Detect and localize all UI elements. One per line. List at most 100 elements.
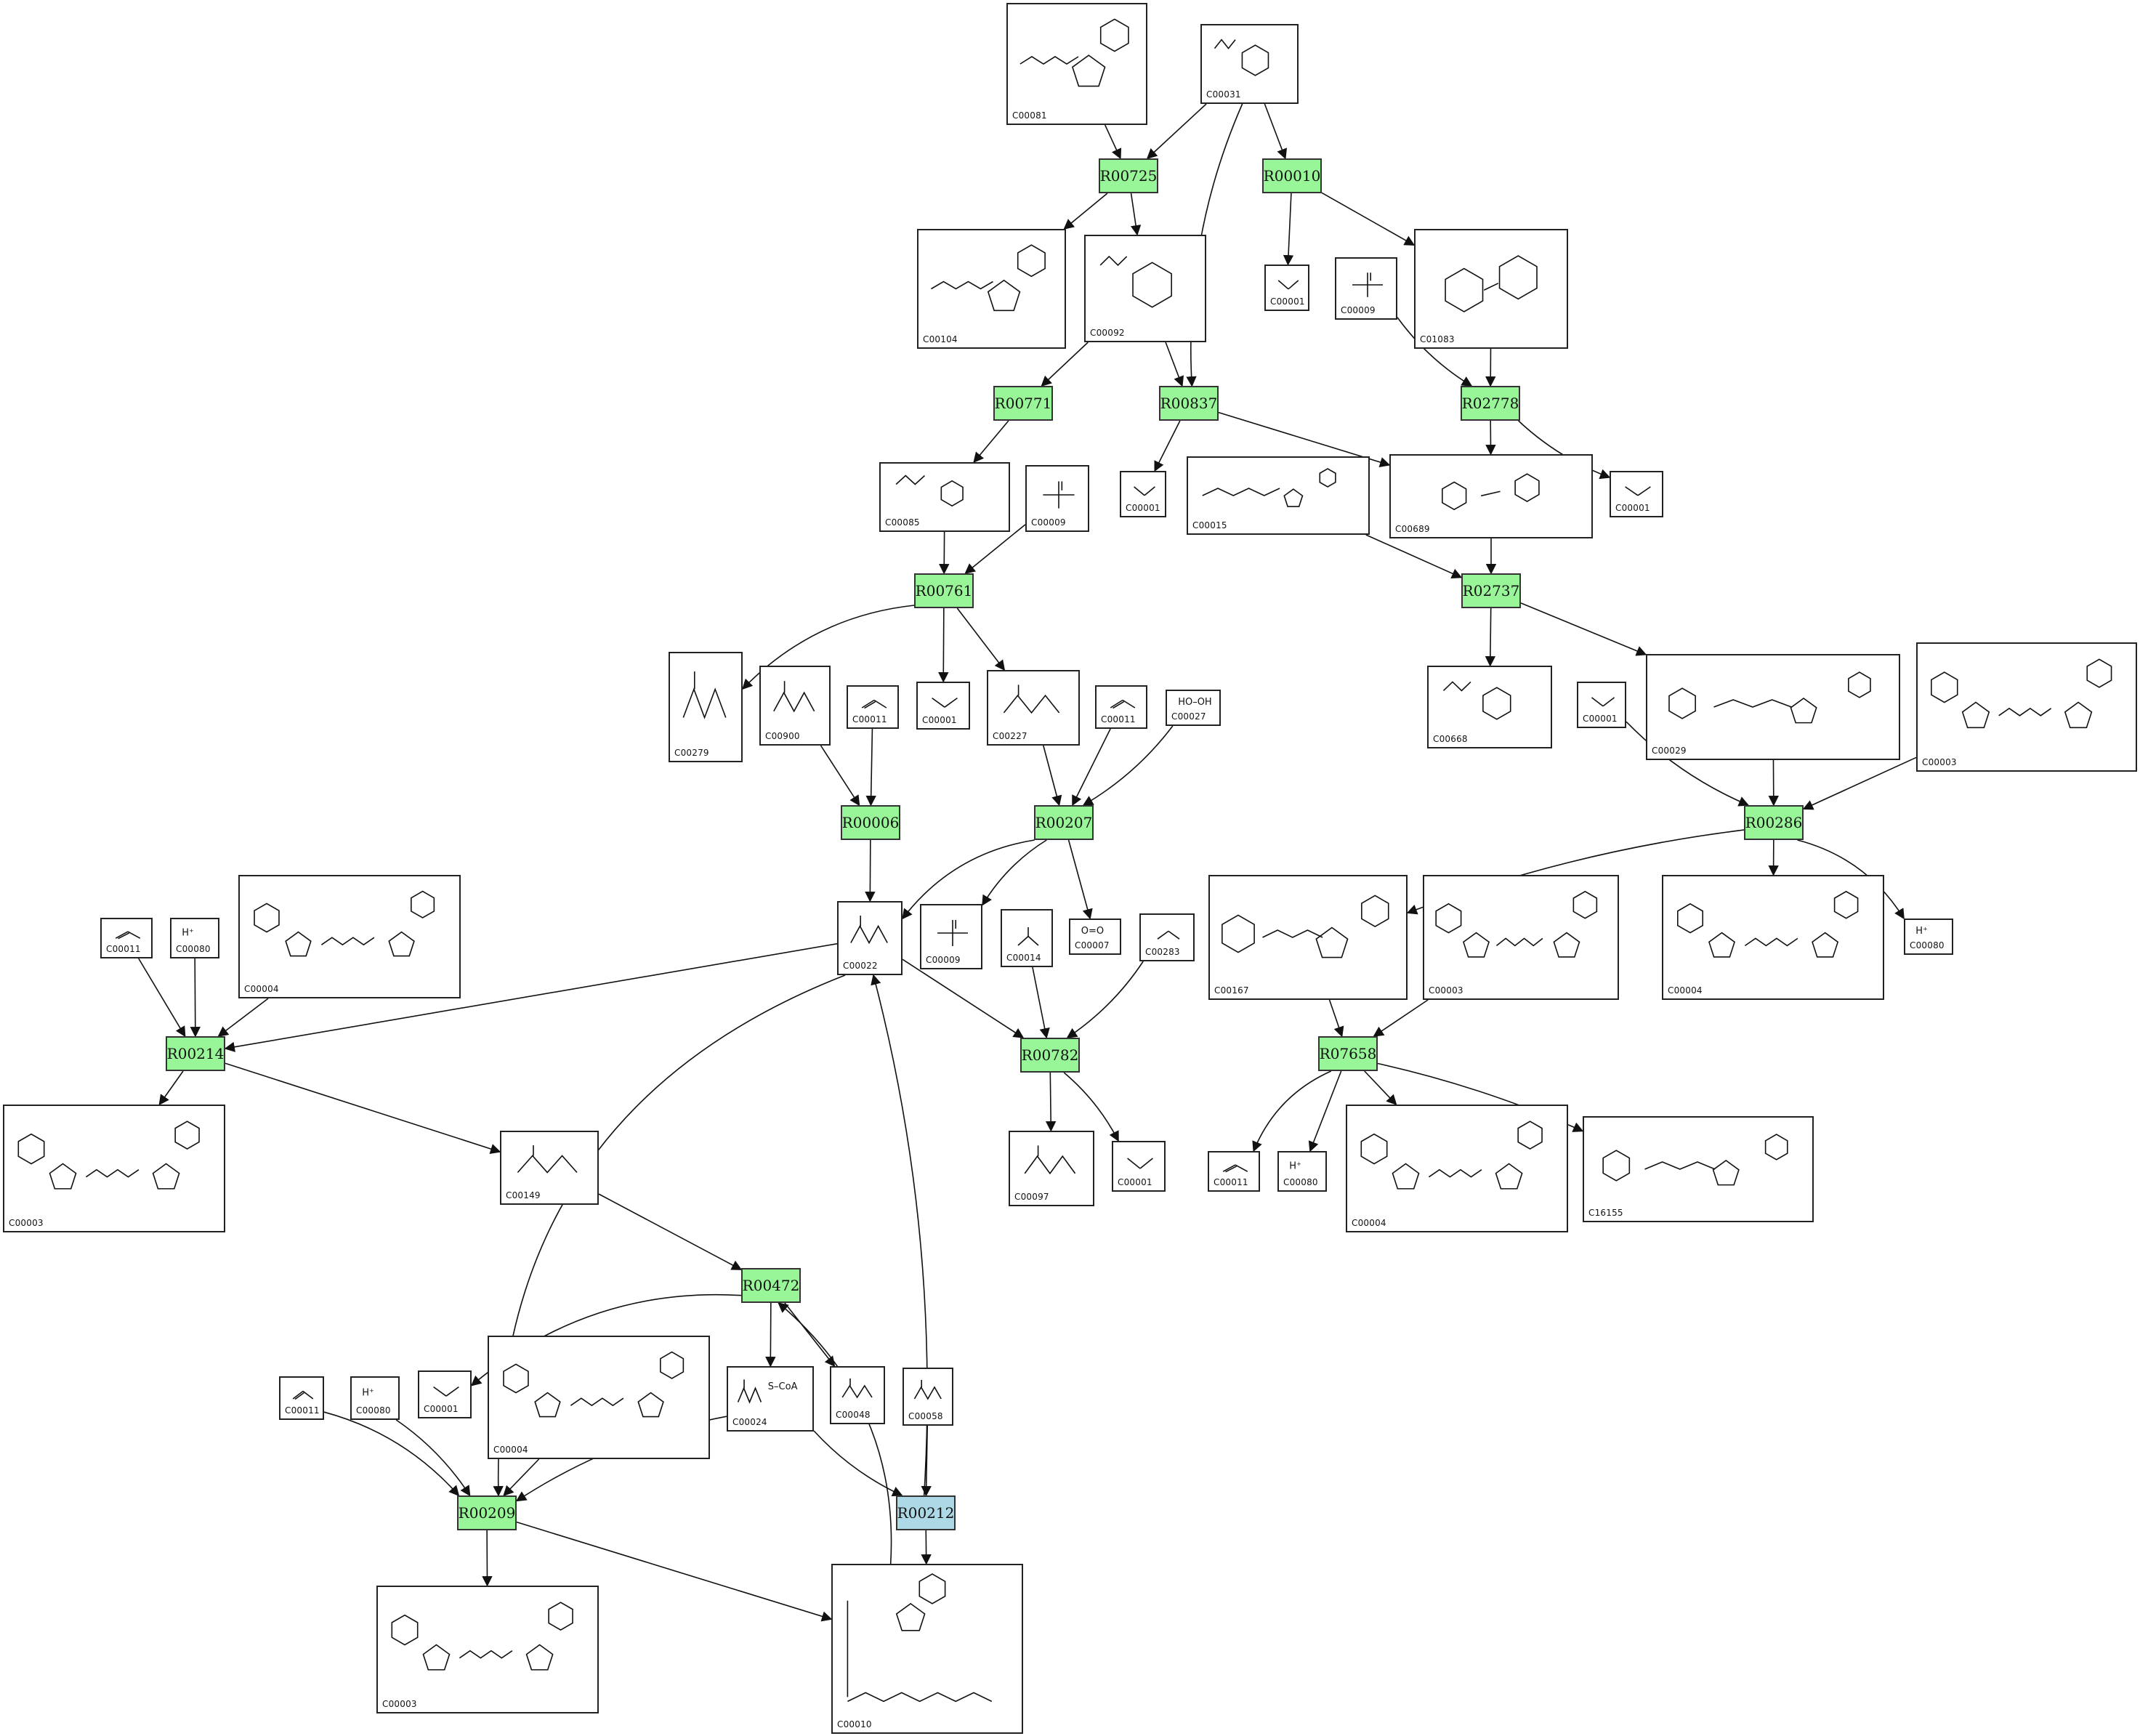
compound-node-c00085[interactable]: C00085 xyxy=(879,462,1010,532)
compound-node-c00001c[interactable]: C00001 xyxy=(1610,471,1663,517)
compound-node-c00011a[interactable]: C00011 xyxy=(847,685,899,729)
compound-node-c00227[interactable]: C00227 xyxy=(987,670,1080,746)
reaction-node-r00472[interactable]: R00472 xyxy=(741,1268,801,1303)
compound-id-label: C00001 xyxy=(1118,1177,1152,1187)
compound-node-c00001b[interactable]: C00001 xyxy=(1120,471,1166,517)
compound-node-c00689[interactable]: C00689 xyxy=(1389,454,1593,538)
compound-node-c00001g[interactable]: C00001 xyxy=(418,1370,472,1418)
reaction-node-r00782[interactable]: R00782 xyxy=(1020,1038,1080,1073)
compound-node-c00009a[interactable]: C00009 xyxy=(1335,257,1397,320)
compound-node-c00029[interactable]: C00029 xyxy=(1646,654,1900,760)
structure-drawing xyxy=(1147,921,1187,944)
compound-node-c00080d[interactable]: H⁺C00080 xyxy=(350,1376,400,1420)
compound-node-c00104[interactable]: C00104 xyxy=(917,229,1066,349)
structure-drawing xyxy=(1421,236,1561,331)
compound-node-c00015[interactable]: C00015 xyxy=(1187,456,1370,535)
compound-node-c00001d[interactable]: C00001 xyxy=(916,682,970,730)
compound-id-label: C00092 xyxy=(1090,328,1125,338)
compound-node-c00080a[interactable]: H⁺C00080 xyxy=(170,918,219,958)
compound-node-c00001f[interactable]: C00001 xyxy=(1112,1141,1166,1192)
reaction-node-r00207[interactable]: R00207 xyxy=(1034,805,1094,840)
structure-drawing xyxy=(1091,242,1199,325)
edge-r00771-to-c00085 xyxy=(973,420,1009,464)
compound-node-c00080b[interactable]: H⁺C00080 xyxy=(1904,919,1953,955)
compound-node-c00668[interactable]: C00668 xyxy=(1427,666,1552,748)
edge-c00004d-to-r00209 xyxy=(503,1458,540,1497)
reaction-node-r00010[interactable]: R00010 xyxy=(1262,158,1322,193)
edge-c00024-to-r00212 xyxy=(813,1430,903,1497)
compound-node-c00009b[interactable]: C00009 xyxy=(1025,465,1089,532)
edge-r02737-to-c00668 xyxy=(1485,607,1496,667)
compound-node-c00081[interactable]: C00081 xyxy=(1006,3,1147,125)
compound-id-label: C00022 xyxy=(843,961,878,971)
structure-drawing xyxy=(839,1571,1016,1716)
compound-node-c00097[interactable]: C00097 xyxy=(1009,1131,1094,1206)
compound-node-c00279[interactable]: C00279 xyxy=(669,652,743,762)
compound-node-c00003d[interactable]: C00003 xyxy=(376,1586,599,1713)
reaction-node-r00771[interactable]: R00771 xyxy=(993,386,1053,421)
compound-node-c00092[interactable]: C00092 xyxy=(1084,235,1206,342)
compound-id-label: C00104 xyxy=(923,334,958,344)
compound-node-c00167[interactable]: C00167 xyxy=(1208,875,1408,1000)
compound-node-c00011d[interactable]: C00011 xyxy=(1208,1151,1260,1192)
compound-node-c01083[interactable]: C01083 xyxy=(1414,229,1568,349)
structure-drawing: O=O xyxy=(1076,926,1114,937)
compound-node-c00004c[interactable]: C00004 xyxy=(1346,1105,1568,1232)
compound-node-c00014[interactable]: C00014 xyxy=(1001,909,1053,967)
compound-node-c00011e[interactable]: C00011 xyxy=(279,1376,324,1420)
compound-node-c00080c[interactable]: H⁺C00080 xyxy=(1277,1151,1327,1192)
compound-node-c00011b[interactable]: C00011 xyxy=(1095,685,1147,729)
compound-node-c00004b[interactable]: C00004 xyxy=(1662,875,1884,1000)
compound-node-c00001e[interactable]: C00001 xyxy=(1577,682,1626,728)
compound-id-label: C00003 xyxy=(1429,985,1463,996)
compound-node-c00003a[interactable]: C00003 xyxy=(1916,642,2137,772)
reaction-node-r00286[interactable]: R00286 xyxy=(1744,805,1804,840)
compound-node-c00011c[interactable]: C00011 xyxy=(100,918,153,958)
compound-node-c00900[interactable]: C00900 xyxy=(759,666,831,746)
compound-node-c00004a[interactable]: C00004 xyxy=(238,875,461,998)
edge-c00011c-to-r00214 xyxy=(138,958,186,1038)
reaction-node-r07658[interactable]: R07658 xyxy=(1318,1036,1378,1071)
compound-node-c00003b[interactable]: C00003 xyxy=(1423,875,1619,1000)
edge-r00761-to-c00227 xyxy=(956,607,1006,671)
edge-r00837-to-c00001b xyxy=(1154,420,1181,472)
reaction-node-r00006[interactable]: R00006 xyxy=(841,805,900,840)
edge-r02737-to-c00029 xyxy=(1520,602,1647,656)
structure-drawing xyxy=(1216,882,1400,982)
compound-node-c00048[interactable]: C00048 xyxy=(830,1366,885,1424)
reaction-node-r00725[interactable]: R00725 xyxy=(1099,158,1158,193)
compound-node-c16155[interactable]: C16155 xyxy=(1583,1116,1814,1222)
compound-node-c00058[interactable]: C00058 xyxy=(903,1368,953,1426)
edge-r00010-to-c00001a xyxy=(1283,193,1294,266)
compound-node-c00004d[interactable]: C00004 xyxy=(488,1336,710,1459)
compound-id-label: C00001 xyxy=(922,715,957,725)
compound-node-c00003c[interactable]: C00003 xyxy=(3,1105,225,1232)
compound-id-label: C00011 xyxy=(106,944,141,954)
reaction-node-r02737[interactable]: R02737 xyxy=(1461,573,1521,608)
compound-node-c00001a[interactable]: C00001 xyxy=(1264,265,1309,311)
reaction-node-r02778[interactable]: R02778 xyxy=(1461,386,1520,421)
edge-r00725-to-c00092 xyxy=(1130,193,1142,236)
structure-drawing xyxy=(676,659,735,745)
compound-node-c00283[interactable]: C00283 xyxy=(1139,913,1195,961)
reaction-node-r00209[interactable]: R00209 xyxy=(457,1495,517,1530)
compound-node-c00031[interactable]: C00031 xyxy=(1200,24,1299,104)
reaction-node-r00761[interactable]: R00761 xyxy=(914,573,974,608)
compound-id-label: C00009 xyxy=(926,955,961,965)
compound-node-c00009c[interactable]: C00009 xyxy=(920,904,982,969)
compound-node-c00022[interactable]: C00022 xyxy=(837,901,903,975)
compound-id-label: C00001 xyxy=(1126,503,1160,513)
edge-c00011a-to-r00006 xyxy=(865,728,876,807)
compound-id-label: C00001 xyxy=(1583,714,1618,724)
reaction-node-r00212[interactable]: R00212 xyxy=(896,1495,956,1530)
compound-node-c00149[interactable]: C00149 xyxy=(500,1131,599,1205)
reaction-node-r00837[interactable]: R00837 xyxy=(1159,386,1219,421)
compound-id-label: C00011 xyxy=(285,1405,320,1416)
reaction-node-r00214[interactable]: R00214 xyxy=(166,1036,225,1071)
compound-node-c00010[interactable]: C00010 xyxy=(831,1564,1023,1734)
compound-id-label: C00011 xyxy=(1101,714,1136,724)
